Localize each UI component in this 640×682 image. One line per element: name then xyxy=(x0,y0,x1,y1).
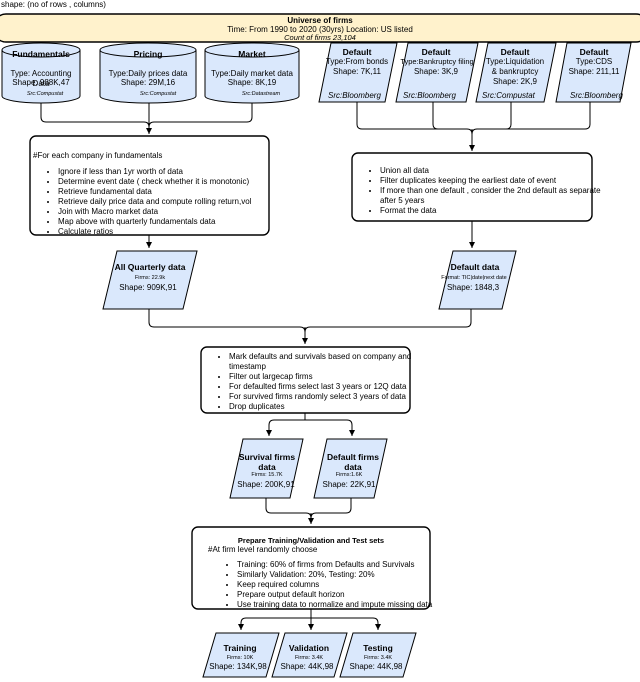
training-shape-text: Shape: 134K,98 xyxy=(209,662,267,671)
default-title: Default xyxy=(342,47,372,57)
default-type: Type:From bonds xyxy=(325,57,389,66)
default-type: Type:Bankruptcy filing xyxy=(400,57,474,66)
list-item: Retrieve daily price data and compute ro… xyxy=(58,197,276,207)
process-right-list: Union all data Filter duplicates keeping… xyxy=(368,166,602,216)
default-shape: Shape: 211,11 xyxy=(568,67,620,76)
training-shape xyxy=(202,632,280,678)
all-quarterly-shape-text: Shape: 909K,91 xyxy=(119,283,177,292)
testing-title: Testing xyxy=(363,643,393,653)
default-firms-sub: Firms:1.6K xyxy=(335,472,363,478)
default-liquidation-shape xyxy=(475,42,557,103)
default-src: Src:Compustat xyxy=(482,91,535,100)
default-src: Src:Bloomberg xyxy=(403,91,456,100)
list-item: Union all data xyxy=(380,166,602,176)
default-src: Src:Bloomberg xyxy=(570,91,623,100)
list-item: Training: 60% of firms from Defaults and… xyxy=(237,560,441,570)
default-src: Src:Bloomberg xyxy=(328,91,381,100)
source-src: Src:Datastream xyxy=(241,91,281,97)
source-title: Market xyxy=(238,49,266,59)
source-src: Src:Compustat xyxy=(26,91,64,97)
source-type: Type:Daily prices data xyxy=(108,69,188,78)
list-item: Retrieve fundamental data xyxy=(58,187,276,197)
list-item: Use training data to normalize and imput… xyxy=(237,600,441,610)
all-quarterly-sub: Firms: 22.9k xyxy=(134,275,166,281)
training-sub: Firms: 10K xyxy=(226,655,254,661)
list-item: Similarly Validation: 20%, Testing: 20% xyxy=(237,570,441,580)
testing-shape xyxy=(339,632,417,678)
testing-sub: Firms: 3.4K xyxy=(363,655,393,661)
validation-title: Validation xyxy=(288,643,330,653)
default-type: Type:CDS xyxy=(575,57,613,66)
list-item: If more than one default , consider the … xyxy=(380,186,602,206)
process-left-list: Ignore if less than 1yr worth of data De… xyxy=(46,167,276,237)
source-type: Type:Daily market data xyxy=(211,69,293,78)
default-firms-title: Default firms data xyxy=(327,452,379,472)
source-title: Fundamentals xyxy=(12,49,70,59)
default-title: Default xyxy=(421,47,451,57)
all-quarterly-title: All Quarterly data xyxy=(114,262,186,272)
default-shape: Shape: 7K,11 xyxy=(333,67,381,76)
list-item: For defaulted firms select last 3 years … xyxy=(229,382,419,392)
prepare-list: Training: 60% of firms from Defaults and… xyxy=(225,560,441,610)
list-item: Drop duplicates xyxy=(229,402,419,412)
list-item: For survived firms randomly select 3 yea… xyxy=(229,392,419,402)
list-item: Map above with quarterly fundamentals da… xyxy=(58,217,276,227)
cylinder-market xyxy=(204,42,300,104)
default-firms-shape-text: Shape: 22K,91 xyxy=(322,480,376,489)
universe-count: Count of firms 23,104 xyxy=(284,33,356,42)
default-bankruptcy-shape xyxy=(395,42,479,103)
list-item: Prepare output default horizon xyxy=(237,590,441,600)
list-item: Join with Macro market data xyxy=(58,207,276,217)
list-item: Filter out largecap firms xyxy=(229,372,419,382)
prepare-title: Prepare Training/Validation and Test set… xyxy=(237,536,385,545)
list-item: Ignore if less than 1yr worth of data xyxy=(58,167,276,177)
prepare-heading: #At firm level randomly choose xyxy=(208,545,318,554)
survival-shape-text: Shape: 200K,91 xyxy=(237,480,295,489)
list-item: Calculate ratios xyxy=(58,227,276,237)
list-item: Format the data xyxy=(380,206,602,216)
validation-shape-text: Shape: 44K,98 xyxy=(280,662,334,671)
default-shape: Shape: 2K,9 xyxy=(492,77,538,86)
all-quarterly-shape xyxy=(102,250,198,310)
survival-shape xyxy=(229,438,304,499)
training-title: Training xyxy=(223,643,257,653)
list-item: Determine event date ( check whether it … xyxy=(58,177,276,187)
list-item: Keep required columns xyxy=(237,580,441,590)
source-type: Type: Accounting Data xyxy=(10,69,72,88)
source-shape: Shape: 29M,16 xyxy=(120,78,176,87)
default-title: Default xyxy=(500,47,530,57)
process-left-heading: #For each company in fundamentals xyxy=(33,151,163,160)
source-src: Src:Compustat xyxy=(139,91,177,97)
default-cds-shape xyxy=(555,42,632,103)
default-data-title: Default data xyxy=(450,262,500,272)
default-data-sub: Format: TIC|date|next date xyxy=(441,275,507,281)
process-mid-list: Mark defaults and survivals based on com… xyxy=(217,352,419,412)
testing-shape-text: Shape: 44K,98 xyxy=(349,662,403,671)
universe-line: Time: From 1990 to 2020 (30yrs) Location… xyxy=(227,25,413,34)
survival-sub: Firms: 15.7K xyxy=(251,472,283,478)
default-title: Default xyxy=(579,47,609,57)
source-shape: Shape: 988K,47 xyxy=(12,78,70,87)
cylinder-pricing xyxy=(99,42,197,104)
universe-title: Universe of firms xyxy=(287,16,353,25)
universe-box xyxy=(0,13,640,43)
list-item: Filter duplicates keeping the earliest d… xyxy=(380,176,602,186)
source-shape: Shape: 8K,19 xyxy=(227,78,277,87)
default-type: Type:Liquidation & bankruptcy xyxy=(485,57,545,76)
caption: shape: (no of rows , columns) xyxy=(1,0,106,9)
list-item: Mark defaults and survivals based on com… xyxy=(229,352,419,372)
survival-title: Survival firms data xyxy=(238,452,296,472)
default-firms-shape xyxy=(313,438,388,499)
default-data-shape xyxy=(438,250,517,310)
validation-sub: Firms: 3.4K xyxy=(294,655,324,661)
validation-shape xyxy=(271,632,348,678)
default-shape: Shape: 3K,9 xyxy=(413,67,459,76)
default-bonds-shape xyxy=(318,42,398,103)
default-data-shape-text: Shape: 1848,3 xyxy=(446,283,500,292)
source-title: Pricing xyxy=(133,49,163,59)
